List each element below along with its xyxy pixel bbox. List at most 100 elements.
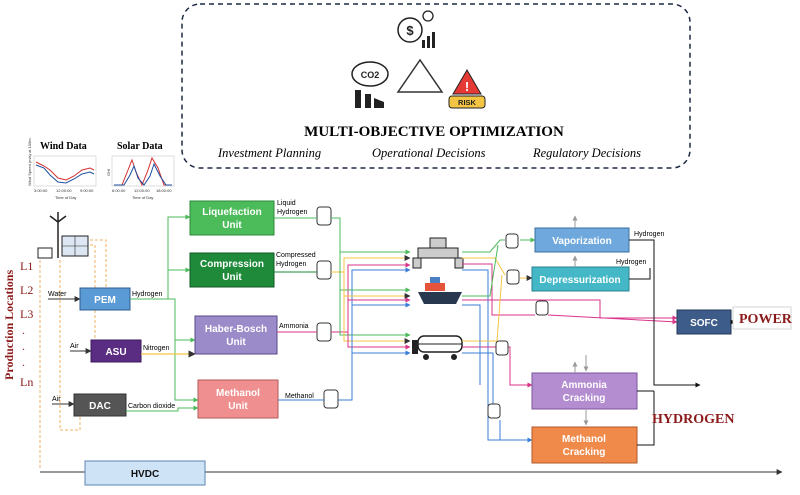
methanol-cracking-unit[interactable]: Methanol Cracking bbox=[531, 426, 638, 464]
location-dot-3: . bbox=[22, 355, 25, 369]
flow-ammonia: Ammonia bbox=[279, 323, 309, 330]
location-l2: L2 bbox=[20, 283, 33, 297]
flow-hydrogen-out-1: Hydrogen bbox=[634, 231, 664, 238]
wind-xtick-1: 3:00:00 bbox=[34, 188, 48, 193]
solar-xtick-1: 6:00:00 bbox=[112, 188, 126, 193]
tank-truck-2 bbox=[487, 403, 501, 419]
location-l1: L1 bbox=[20, 259, 33, 273]
location-ln: Ln bbox=[20, 375, 33, 389]
wind-data-title: Wind Data bbox=[40, 141, 87, 152]
ammonia-cracking-unit[interactable]: Ammonia Cracking bbox=[531, 372, 638, 410]
dac-label: DAC bbox=[89, 401, 111, 412]
transport-feed-lines bbox=[274, 217, 411, 401]
solar-xtick-2: 12:00:00 bbox=[134, 188, 150, 193]
tradeoff-triangle-icon bbox=[396, 58, 444, 93]
flow-hydrogen: Hydrogen bbox=[132, 291, 162, 298]
vaporization-label: Vaporization bbox=[552, 236, 611, 247]
hvdc-label: HVDC bbox=[131, 469, 159, 480]
co2-label: CO2 bbox=[361, 70, 380, 80]
storage-tank-methanol bbox=[323, 389, 339, 409]
location-dot-1: . bbox=[22, 323, 25, 337]
methanol-label-2: Unit bbox=[228, 401, 248, 412]
flow-nitrogen: Nitrogen bbox=[143, 345, 170, 352]
methanol-unit[interactable]: Methanol Unit bbox=[197, 379, 279, 419]
risk-warning-icon: ! RISK bbox=[448, 69, 486, 109]
power-label: POWER bbox=[739, 312, 793, 327]
power-output: POWER bbox=[732, 306, 793, 330]
objective-title: MULTI-OBJECTIVE OPTIMIZATION bbox=[304, 124, 564, 140]
primary-flows bbox=[126, 214, 199, 412]
liquefaction-unit[interactable]: Liquefaction Unit bbox=[189, 200, 275, 236]
sofc-label: SOFC bbox=[690, 318, 718, 329]
haber-bosch-label-2: Unit bbox=[226, 337, 246, 348]
objective-regulatory: Regulatory Decisions bbox=[532, 146, 641, 160]
wind-xtick-2: 12:00:00 bbox=[56, 188, 72, 193]
dac-unit[interactable]: DAC bbox=[73, 393, 127, 417]
flow-liquid-2: Hydrogen bbox=[277, 209, 307, 216]
solar-series-blue bbox=[114, 162, 172, 186]
solar-ylabel: GHI bbox=[106, 169, 111, 176]
depressurization-label: Depressurization bbox=[539, 275, 620, 286]
wind-series-red bbox=[35, 161, 95, 181]
input-air-2: Air bbox=[52, 396, 61, 403]
solar-data-title: Solar Data bbox=[117, 141, 163, 152]
flow-compressed-2: Hydrogen bbox=[276, 261, 306, 268]
asu-unit[interactable]: ASU bbox=[90, 339, 142, 363]
haber-bosch-unit[interactable]: Haber-Bosch Unit bbox=[194, 315, 278, 355]
wind-xtick-3: 9:00:00 bbox=[80, 188, 94, 193]
compression-unit[interactable]: Compression Unit bbox=[189, 252, 275, 288]
objective-investment: Investment Planning bbox=[217, 146, 321, 160]
haber-bosch-label-1: Haber-Bosch bbox=[205, 324, 267, 335]
pipeline-icon bbox=[412, 237, 464, 269]
production-title: Production Locations bbox=[2, 270, 16, 380]
liquefaction-label-1: Liquefaction bbox=[202, 207, 261, 218]
tank-vaporization bbox=[505, 233, 519, 249]
tank-truck-1 bbox=[495, 340, 509, 356]
sofc-unit[interactable]: SOFC bbox=[676, 309, 732, 335]
svg-text:$: $ bbox=[406, 23, 414, 38]
methanol-label-1: Methanol bbox=[216, 388, 260, 399]
pem-label: PEM bbox=[94, 295, 116, 306]
hydrogen-output-lines bbox=[629, 239, 736, 446]
release-arrows bbox=[572, 215, 589, 426]
input-water: Water bbox=[48, 291, 67, 298]
money-chart-icon: $ bbox=[397, 10, 435, 48]
risk-label: RISK bbox=[458, 98, 477, 107]
depressurization-unit[interactable]: Depressurization bbox=[531, 266, 630, 292]
methanol-cracking-label-1: Methanol bbox=[562, 434, 606, 445]
flow-liquid-1: Liquid bbox=[277, 200, 296, 207]
production-locations: Production Locations L1 L2 L3 . . . Ln bbox=[2, 259, 33, 389]
solar-xtick-3: 18:00:00 bbox=[156, 188, 172, 193]
hvdc-unit[interactable]: HVDC bbox=[84, 460, 206, 486]
pem-unit[interactable]: PEM bbox=[79, 287, 131, 311]
compression-label-1: Compression bbox=[200, 259, 264, 270]
liquefaction-label-2: Unit bbox=[222, 220, 242, 231]
methanol-cracking-label-2: Cracking bbox=[563, 447, 606, 458]
objective-operational: Operational Decisions bbox=[372, 146, 486, 160]
vaporization-unit[interactable]: Vaporization bbox=[534, 227, 630, 253]
flow-compressed-1: Compressed bbox=[276, 252, 316, 259]
flow-carbon-dioxide: Carbon dioxide bbox=[128, 403, 175, 410]
location-l3: L3 bbox=[20, 307, 33, 321]
storage-tank-ammonia bbox=[316, 322, 332, 342]
hydrogen-output-label: HYDROGEN bbox=[652, 412, 734, 427]
svg-text:!: ! bbox=[465, 79, 469, 94]
ammonia-cracking-label-1: Ammonia bbox=[561, 380, 607, 391]
objective-panel: $ CO2 ! RISK MULTI-OBJECTIVE OPTIMIZATIO… bbox=[181, 3, 691, 169]
tank-ammonia bbox=[535, 300, 549, 316]
solar-data-panel: Solar Data GHI 6:00:00 12:00:00 18:00:00… bbox=[106, 141, 175, 200]
compression-label-2: Unit bbox=[222, 272, 242, 283]
ammonia-cracking-label-2: Cracking bbox=[563, 393, 606, 404]
asu-label: ASU bbox=[105, 347, 126, 358]
co2-factory-icon: CO2 bbox=[351, 61, 389, 108]
storage-tank-compressed bbox=[316, 260, 332, 280]
storage-tank-liquid bbox=[316, 206, 332, 226]
truck-icon bbox=[412, 335, 463, 360]
input-air-1: Air bbox=[70, 343, 79, 350]
ship-icon bbox=[418, 277, 462, 304]
solar-series-red bbox=[114, 156, 172, 187]
tank-depressurization bbox=[506, 269, 520, 285]
flow-hydrogen-out-2: Hydrogen bbox=[616, 259, 646, 266]
wind-series-blue bbox=[35, 164, 95, 184]
